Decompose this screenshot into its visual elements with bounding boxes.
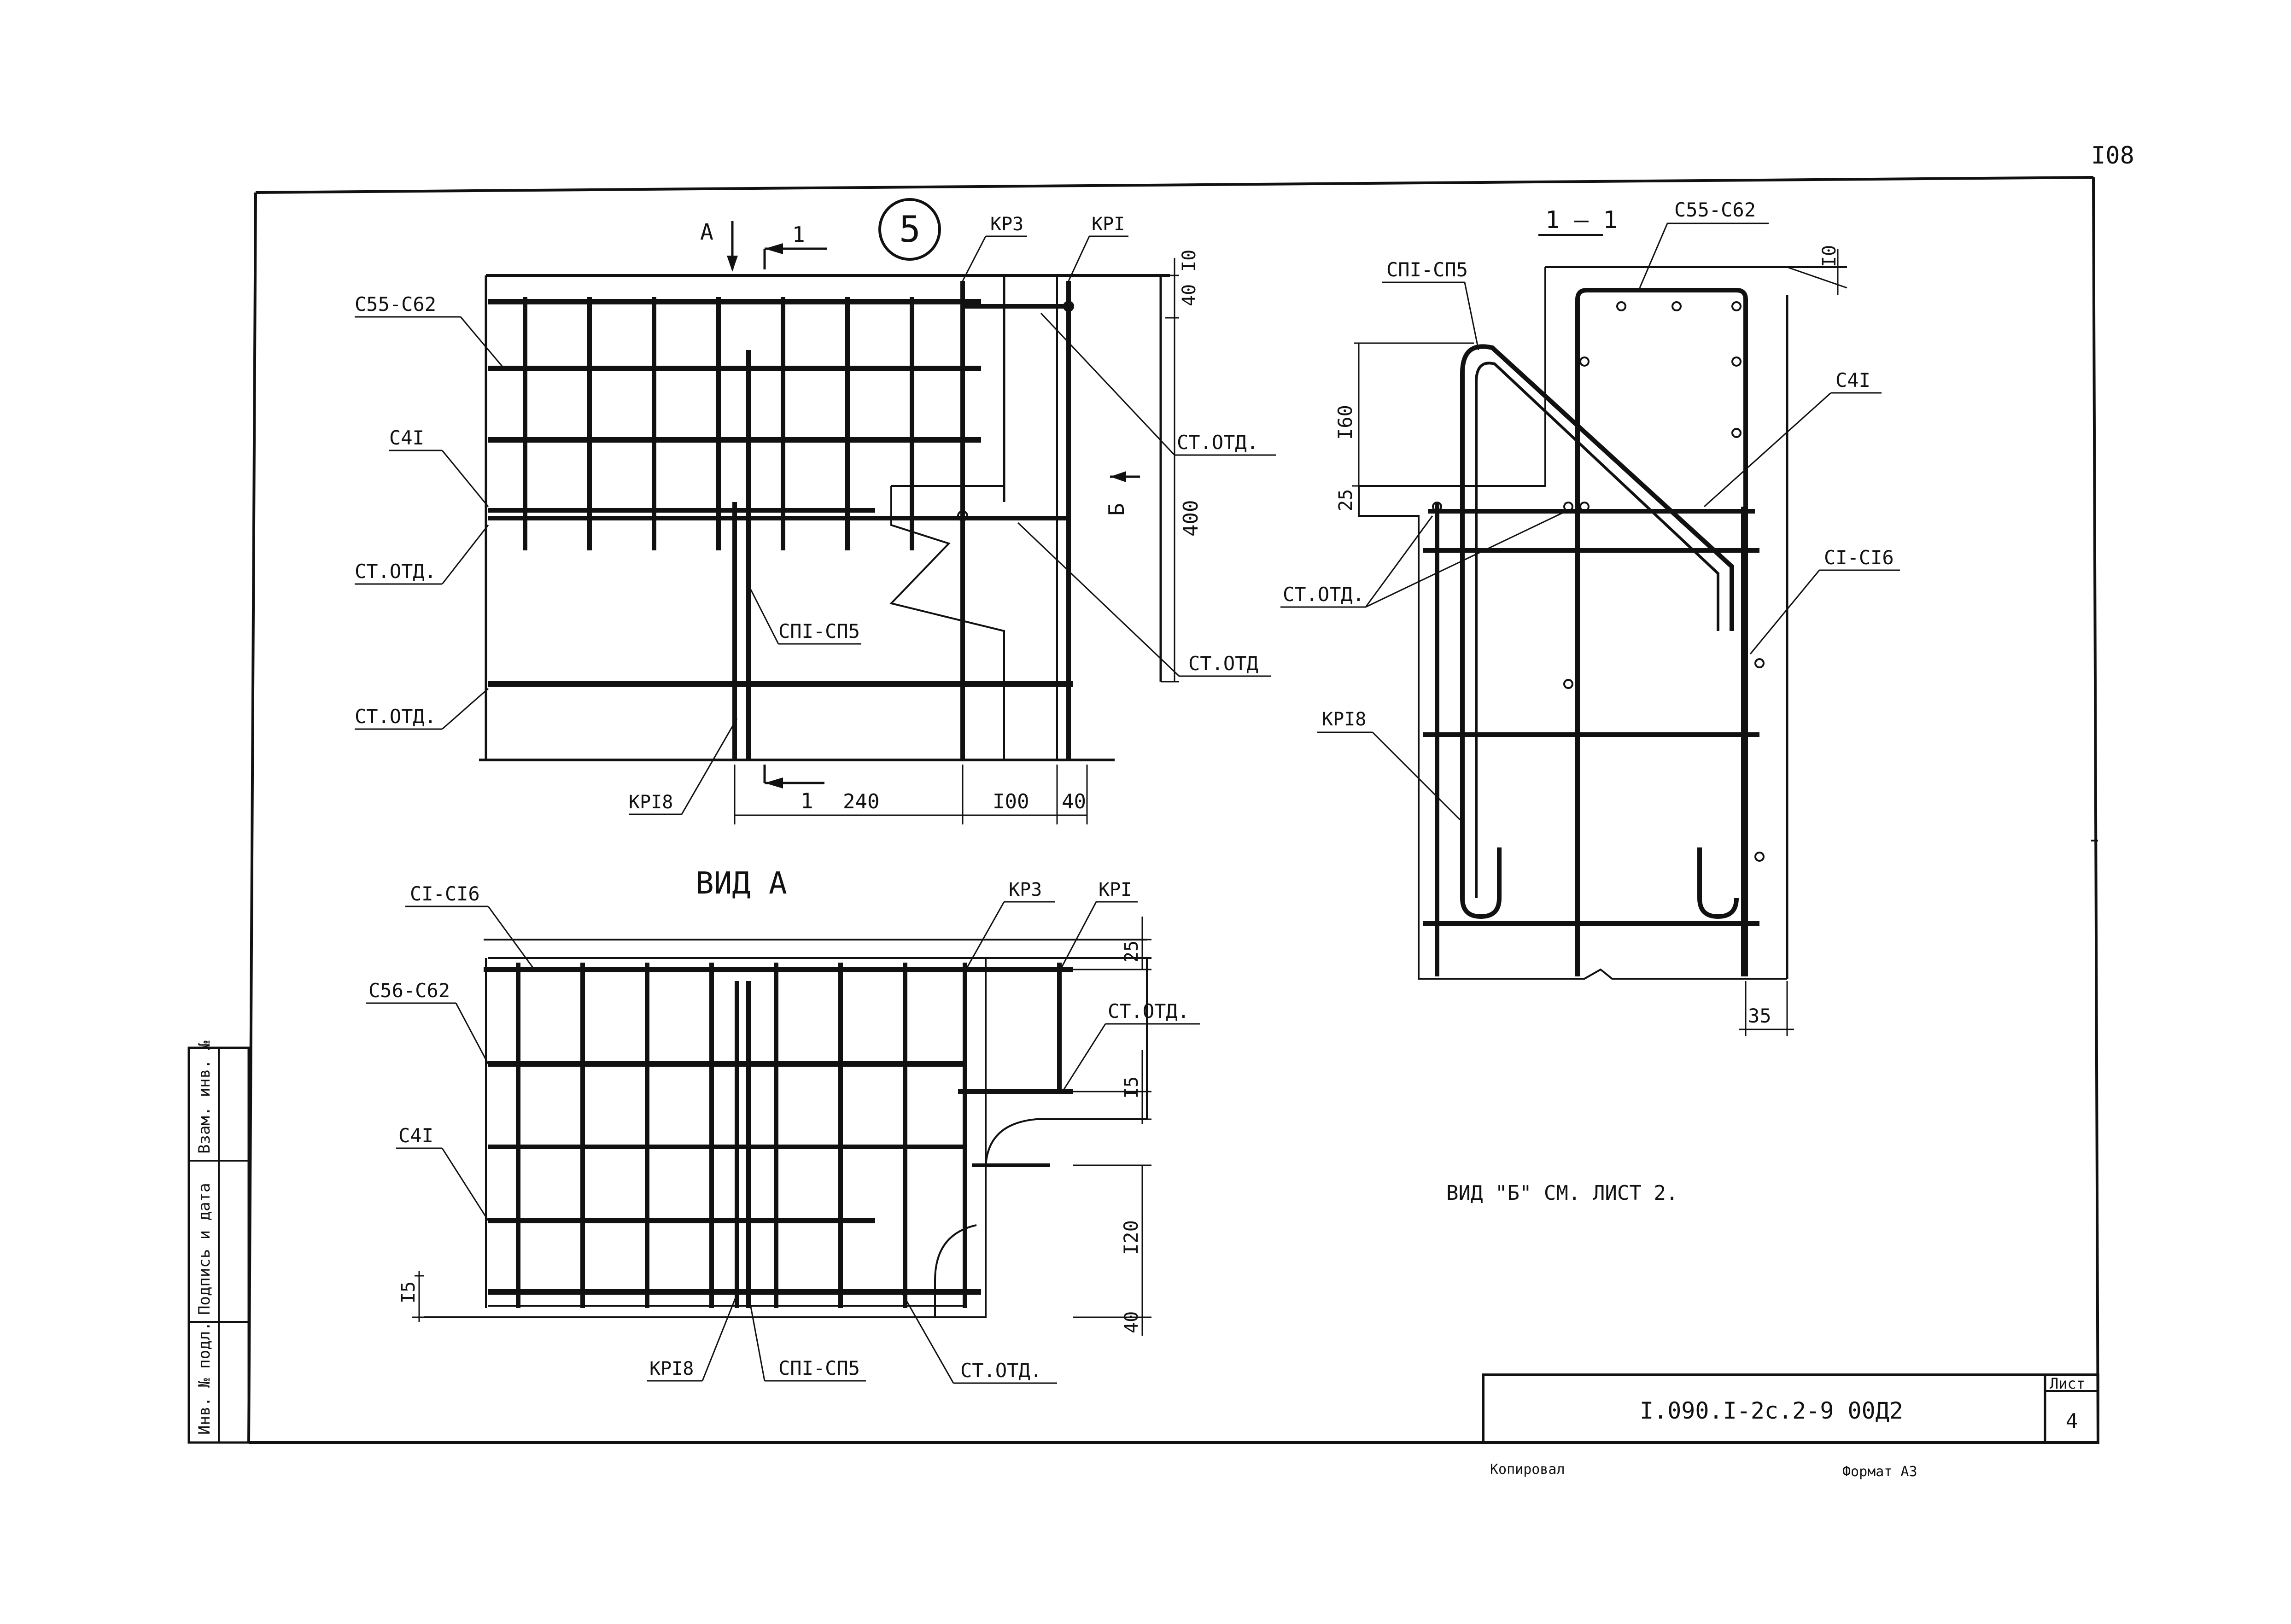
dim-25: 25 xyxy=(1335,489,1356,511)
dim-120: I20 xyxy=(1120,1220,1142,1255)
section-title: 1 – 1 xyxy=(1545,206,1618,234)
dimensions-top-left: I0 40 400 Б 240 I00 40 xyxy=(734,250,1203,824)
dim-100: I00 xyxy=(993,790,1029,813)
dim-40-view-a: 40 xyxy=(1121,1311,1142,1333)
dim-10-top: I0 xyxy=(1179,250,1200,272)
sheet-number: 4 xyxy=(2066,1409,2078,1433)
section-marker-top: 1 xyxy=(763,222,827,269)
dim-400: 400 xyxy=(1179,500,1203,537)
label-c41-view-a: C4I xyxy=(398,1124,433,1147)
view-a-arrow: А xyxy=(700,219,738,272)
view-b-note: ВИД "Б" СМ. ЛИСТ 2. xyxy=(1446,1181,1678,1205)
elevation-top-left xyxy=(479,274,1170,761)
svg-text:5: 5 xyxy=(899,209,921,251)
svg-text:А: А xyxy=(700,219,713,245)
detail-marker: 5 xyxy=(878,198,941,261)
label-kr18-section: KPI8 xyxy=(1322,709,1366,730)
view-b-arrow: Б xyxy=(1104,503,1129,516)
label-c1-c16-section: CI-CI6 xyxy=(1824,546,1894,569)
dim-160: I60 xyxy=(1334,405,1356,440)
label-kr1-top: KPI xyxy=(1092,214,1125,235)
dim-240: 240 xyxy=(843,790,879,813)
dim-25-view-a: 25 xyxy=(1121,941,1142,963)
label-st-otd-1: СТ.ОТД. xyxy=(355,560,436,583)
dimensions-view-a: 25 I5 I20 40 I5 xyxy=(398,917,1151,1336)
side-label-sign: Подпись и дата xyxy=(195,1183,214,1315)
dim-15-view-a-right: I5 xyxy=(1121,1076,1142,1098)
label-sp1-sp5-section: CПI-CП5 xyxy=(1386,258,1468,281)
label-kr1-view-a: KPI xyxy=(1099,879,1132,900)
labels-section: C55-C62 CПI-CП5 C4I CI-CI6 СТ.ОТД. KPI8 xyxy=(1280,199,1900,821)
label-c55-c62: C55-C62 xyxy=(355,293,436,315)
section-marker-bottom: 1 xyxy=(763,765,824,813)
svg-text:1: 1 xyxy=(792,222,805,247)
svg-text:ВИД "Б" СМ. ЛИСТ 2.: ВИД "Б" СМ. ЛИСТ 2. xyxy=(1446,1181,1678,1205)
label-sp1-sp5: CПI-CП5 xyxy=(778,620,860,643)
copied-by: Копировал xyxy=(1490,1461,1565,1478)
label-st-otd-view-a-right: СТ.ОТД. xyxy=(1108,1000,1189,1022)
label-st-otd-view-a-bottom: СТ.ОТД. xyxy=(960,1359,1042,1382)
side-label-inv: Инв. № подл. xyxy=(195,1321,214,1435)
label-sp1-sp5-view-a: CПI-CП5 xyxy=(778,1357,860,1379)
dimensions-section: I60 25 I0 35 xyxy=(1334,245,1847,1036)
format-label: Формат А3 xyxy=(1842,1464,1917,1480)
label-kr3-top: KP3 xyxy=(990,214,1023,235)
svg-text:1: 1 xyxy=(801,789,813,813)
label-c56-c62: C56-C62 xyxy=(368,979,450,1002)
labels-top-left: C55-C62 C4I СТ.ОТД. СТ.ОТД. CПI-CП5 KPI8… xyxy=(355,214,1276,815)
side-label-vzam: Взам. инв. № xyxy=(195,1040,214,1154)
view-a-title: ВИД А xyxy=(695,865,787,901)
section-1-1: 1 – 1 xyxy=(1358,206,1847,980)
title-block: I.090.I-2c.2-9 00Д2 Лист 4 Копировал Фор… xyxy=(1482,1373,2099,1480)
labels-view-a: CI-CI6 C56-C62 C4I KPI8 CПI-CП5 СТ.ОТД. … xyxy=(366,879,1200,1384)
sheet-label: Лист xyxy=(2050,1375,2085,1392)
side-stamp: Инв. № подл. Подпись и дата Взам. инв. № xyxy=(187,1040,250,1444)
label-c1-c16-view-a: CI-CI6 xyxy=(410,882,480,905)
dim-35: 35 xyxy=(1748,1005,1771,1027)
dim-10-section: I0 xyxy=(1819,245,1840,267)
dim-40-bottom: 40 xyxy=(1062,790,1086,813)
dim-40-top: 40 xyxy=(1179,284,1200,306)
dim-15-view-a-left: I5 xyxy=(398,1281,419,1303)
page-number: I08 xyxy=(2091,142,2134,169)
label-c41: C4I xyxy=(389,426,424,449)
label-kr18-top: KPI8 xyxy=(629,792,673,813)
label-kr3-view-a: KP3 xyxy=(1009,879,1042,900)
label-st-otd-section: СТ.ОТД. xyxy=(1283,583,1364,606)
view-a-plan xyxy=(424,939,1151,1318)
label-st-otd-3: СТ.ОТД. xyxy=(1177,431,1258,454)
svg-text:ВИД А: ВИД А xyxy=(695,865,787,901)
label-kr18-view-a: KPI8 xyxy=(649,1358,694,1379)
label-c55-c62-section: C55-C62 xyxy=(1674,199,1756,221)
drawing-code: I.090.I-2c.2-9 00Д2 xyxy=(1640,1397,1903,1424)
label-st-otd-2: СТ.ОТД. xyxy=(355,705,436,728)
label-c41-section: C4I xyxy=(1835,369,1870,391)
label-st-otd-4: СТ.ОТД xyxy=(1188,652,1258,675)
